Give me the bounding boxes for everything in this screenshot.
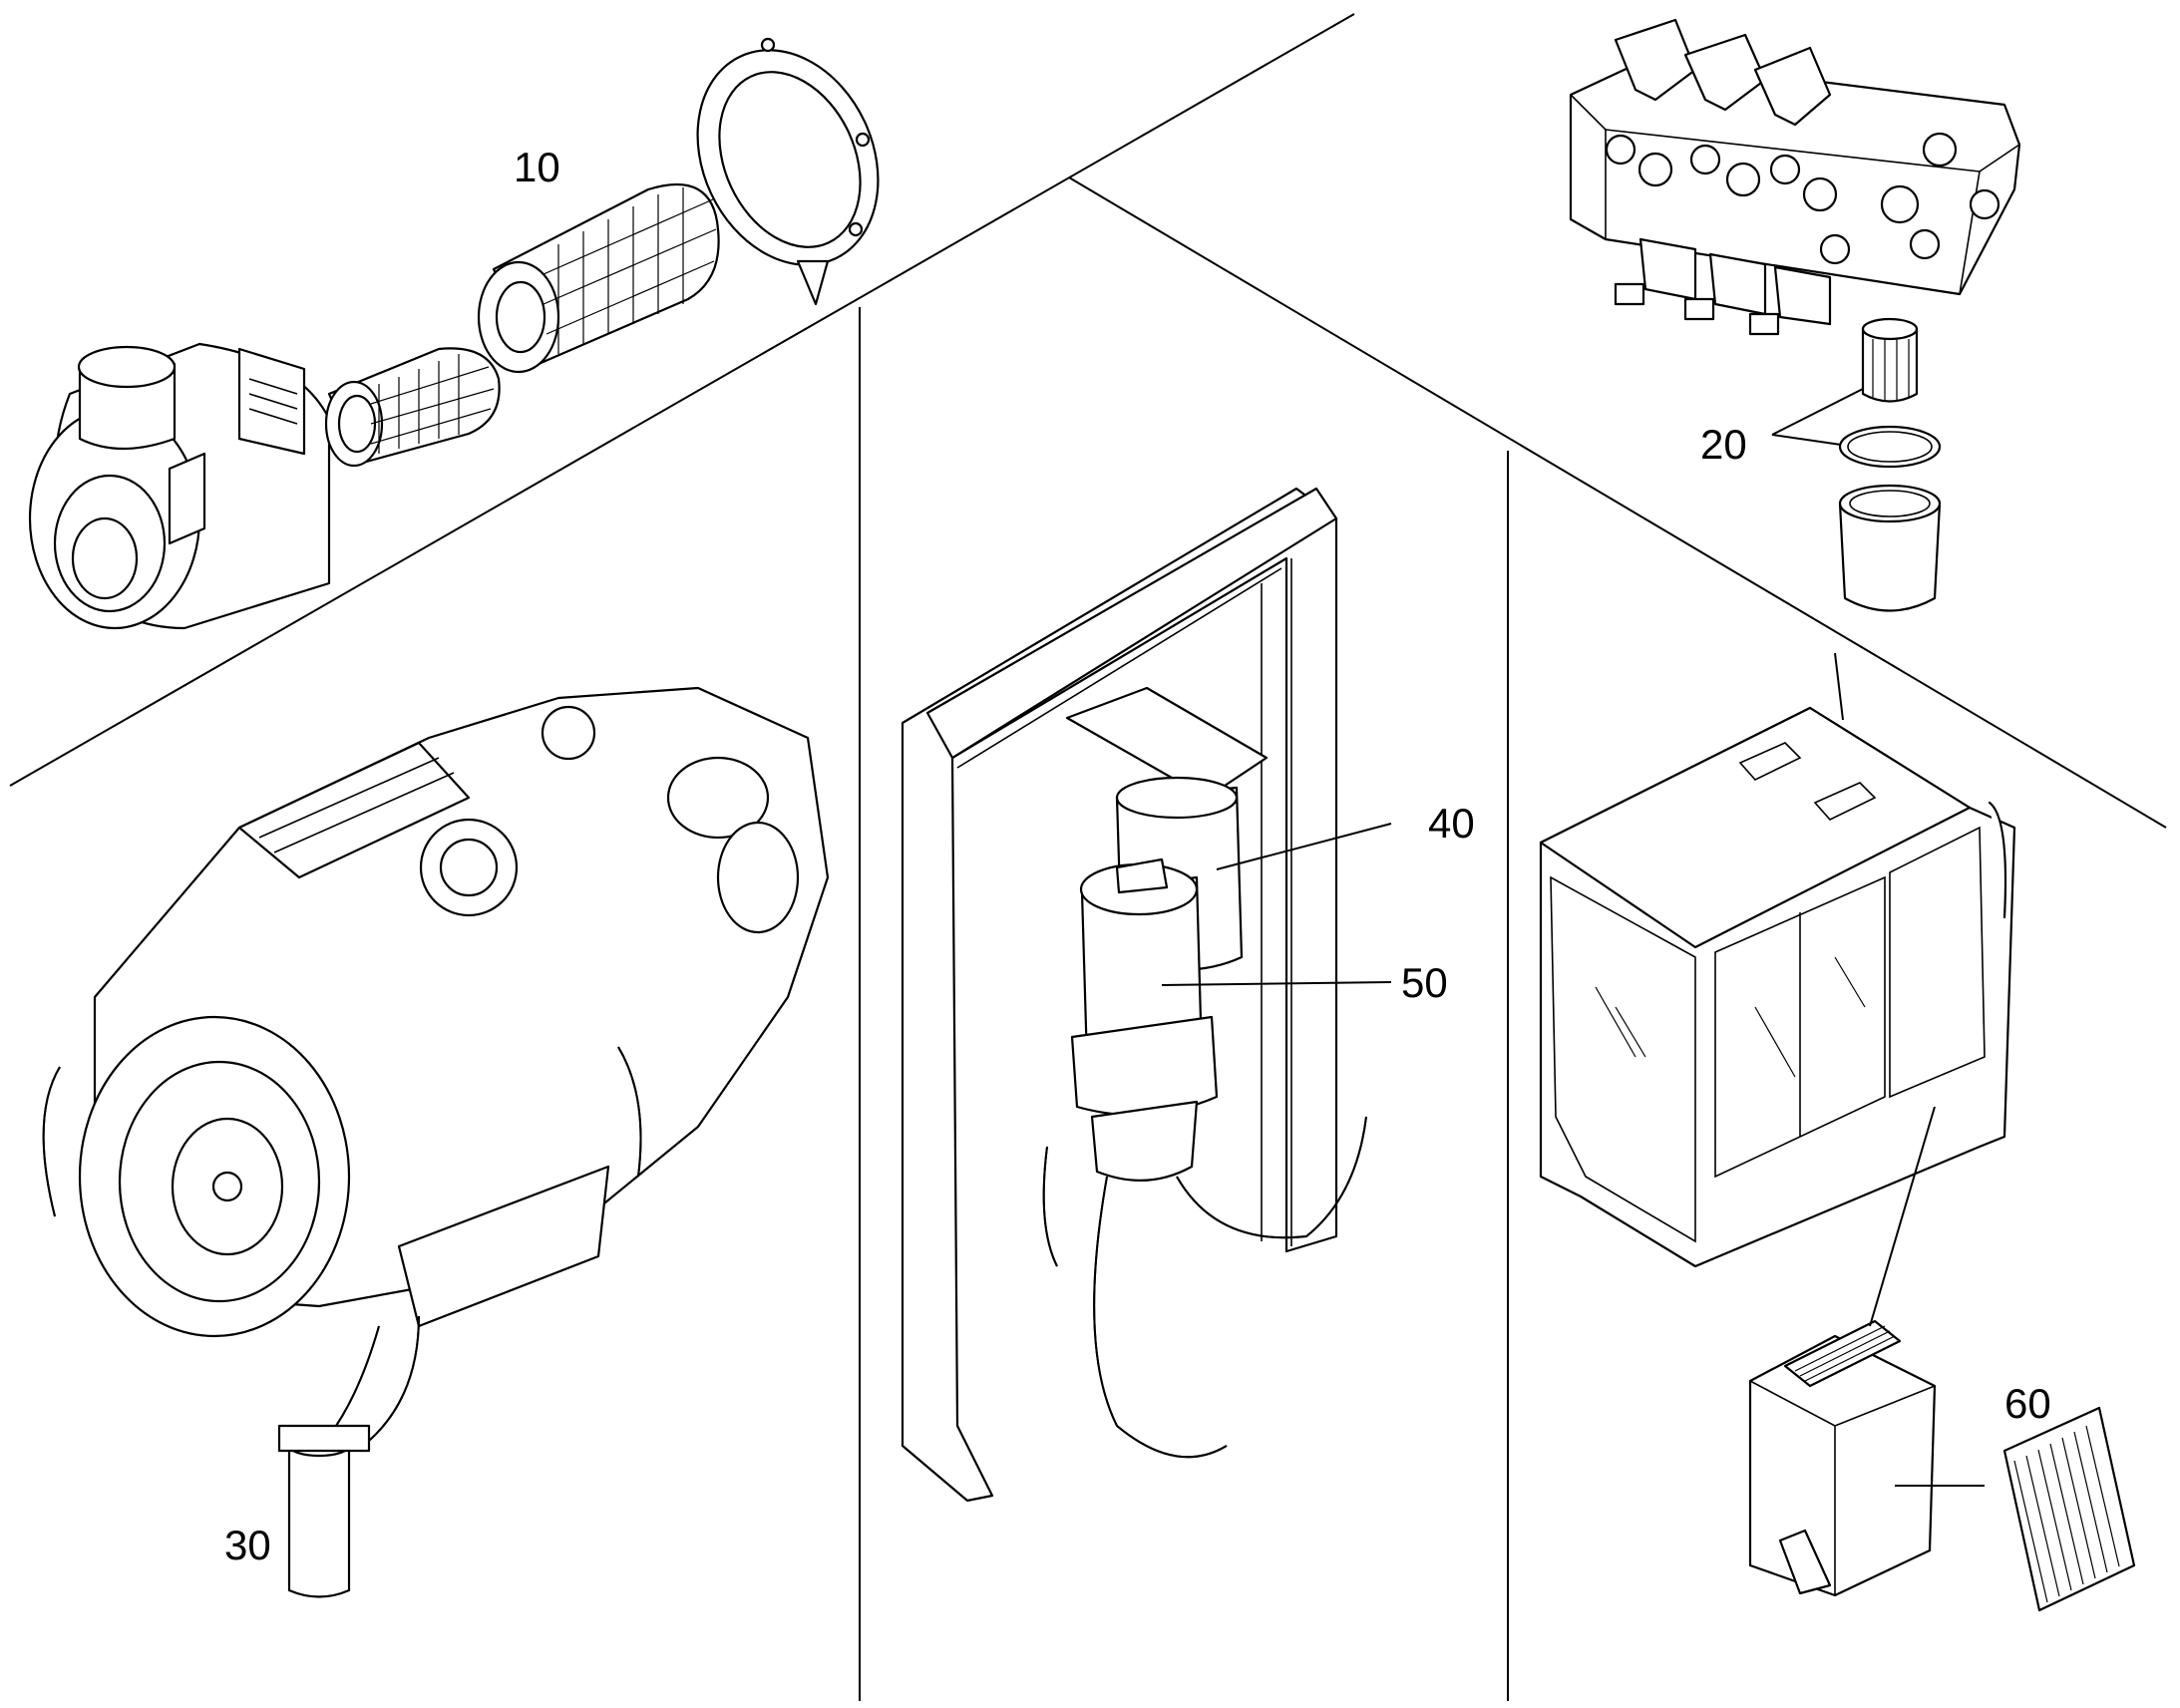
fuel-filter-panel <box>901 487 1392 1503</box>
section-dividers <box>9 13 2167 1701</box>
inner-filter-mesh <box>370 354 495 454</box>
cab-air-filter-box <box>1748 1106 2136 1612</box>
leader-50 <box>1161 981 1392 986</box>
operator-cab <box>1539 652 2016 1268</box>
leader-20a <box>1771 388 1864 436</box>
callout-60: 60 <box>2004 1380 2051 1427</box>
leader-20b <box>1771 434 1842 446</box>
callout-10: 10 <box>514 144 560 190</box>
callout-20: 20 <box>1700 421 1747 468</box>
cab-filter-pleats <box>2013 1425 2120 1603</box>
engine <box>42 686 830 1598</box>
callout-labels: 10 20 30 40 50 60 <box>224 144 2051 1568</box>
hydraulic-valve-block <box>1569 18 2021 612</box>
divider-top-left <box>9 13 1355 787</box>
leader-40 <box>1216 823 1392 870</box>
cab-to-box-line <box>1869 1106 1936 1327</box>
divider-right <box>1068 176 2167 829</box>
callout-30: 30 <box>224 1522 271 1568</box>
main-filter-mesh <box>543 187 717 354</box>
box-grille <box>1794 1325 1896 1382</box>
callout-40: 40 <box>1428 800 1475 847</box>
valve-filter-mesh <box>1872 339 1910 401</box>
callout-50: 50 <box>1401 959 1448 1006</box>
air-filter-assembly <box>28 37 880 630</box>
